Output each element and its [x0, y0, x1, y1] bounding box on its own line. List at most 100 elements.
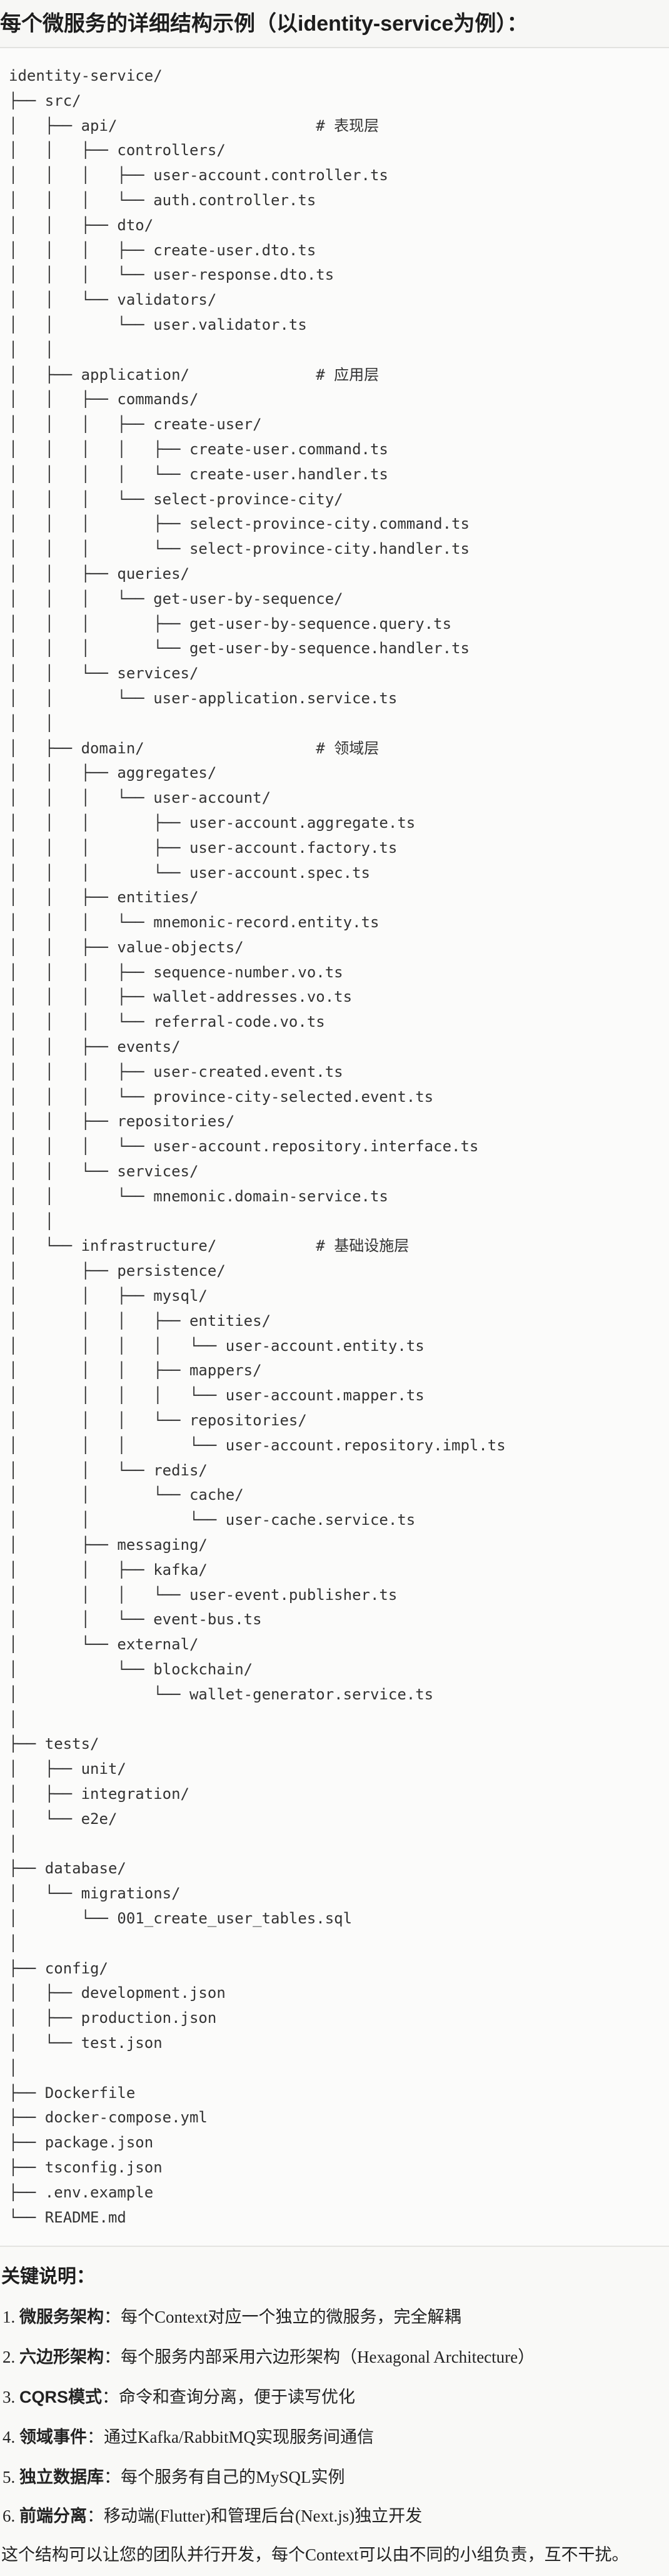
- tree-branch-glyph: │ ├──: [9, 2009, 81, 2027]
- tree-line: │ │ └── cache/: [9, 1483, 506, 1508]
- tree-file-name: test.json: [81, 2034, 163, 2052]
- tree-branch-glyph: │ │ │ └──: [9, 914, 154, 932]
- tree-line: ├── config/: [9, 1957, 506, 1982]
- tree-line: │ │ │ └── select-province-city.handler.t…: [9, 537, 506, 562]
- tree-file-name: user-account.repository.interface.ts: [153, 1138, 479, 1156]
- tree-line: │ │ │ │ └── create-user.handler.ts: [9, 462, 506, 487]
- tree-branch-glyph: │ │ └──: [9, 1461, 154, 1479]
- tree-line: │ └── infrastructure/ # 基础设施层: [9, 1234, 506, 1259]
- tree-line: ├── docker-compose.yml: [9, 2105, 506, 2131]
- tree-line: │ │ ├── repositories/: [9, 1109, 506, 1134]
- tree-line: │ ├── integration/: [9, 1782, 506, 1807]
- tree-line: └── README.md: [9, 2206, 506, 2231]
- note-number: 5.: [3, 2468, 16, 2487]
- note-description: 每个服务有自己的MySQL实例: [121, 2468, 345, 2487]
- tree-branch-glyph: │ │ ├──: [9, 141, 118, 160]
- note-separator: ：: [104, 2308, 121, 2326]
- tree-branch-glyph: │ │ ├──: [9, 1287, 154, 1305]
- tree-line: │ │ ├── mysql/: [9, 1284, 506, 1309]
- tree-file-name: referral-code.vo.ts: [153, 1013, 325, 1031]
- tree-line: │ │ │ └── auth.controller.ts: [9, 188, 506, 213]
- tree-line: ├── tests/: [9, 1732, 506, 1757]
- tree-line: │ │ │ ├── mappers/: [9, 1358, 506, 1383]
- note-description: 每个Context对应一个独立的微服务，完全解耦: [121, 2308, 461, 2326]
- tree-branch-glyph: │ │ │ ├──: [9, 166, 154, 185]
- note-number: 1.: [3, 2308, 16, 2326]
- tree-line: │ │ │ └── province-city-selected.event.t…: [9, 1085, 506, 1110]
- tree-branch-glyph: │ └──: [9, 1909, 118, 1927]
- note-number: 2.: [3, 2348, 16, 2366]
- tree-file-name: user-event.publisher.ts: [189, 1586, 398, 1604]
- tree-line: │ │ │ ├── create-user/: [9, 412, 506, 437]
- tree-line: │ │ ├── entities/: [9, 885, 506, 910]
- tree-line: │ │ │ ├── select-province-city.command.t…: [9, 512, 506, 537]
- tree-line: │ │ ├── events/: [9, 1035, 506, 1060]
- tree-branch-glyph: │ │ └──: [9, 1611, 154, 1629]
- tree-line: │ │ ├── aggregates/: [9, 761, 506, 786]
- tree-branch-glyph: │ │ │ └──: [9, 1013, 154, 1031]
- tree-folder-name: identity-service/: [9, 67, 163, 84]
- tree-line: │ │ └── services/: [9, 1159, 506, 1184]
- tree-line: │ │ │ └── user-response.dto.ts: [9, 263, 506, 288]
- tree-line: │ │ │ ├── user-account.controller.ts: [9, 163, 506, 188]
- tree-branch-glyph: │ ├──: [9, 1784, 81, 1803]
- tree-line: ├── tsconfig.json: [9, 2156, 506, 2181]
- tree-file-name: wallet-generator.service.ts: [189, 1685, 434, 1703]
- tree-branch-glyph: │ │ │ └──: [9, 589, 154, 608]
- tree-branch-glyph: │ ├──: [9, 365, 81, 384]
- tree-folder-name: infrastructure/: [81, 1237, 217, 1255]
- summary-text: 这个结构可以让您的团队并行开发，每个Context可以由不同的小组负责，互不干扰…: [1, 2545, 629, 2564]
- tree-line: │ └── external/: [9, 1632, 506, 1657]
- tree-folder-name: validators/: [117, 291, 217, 309]
- tree-line: │ ├── domain/ # 领域层: [9, 736, 506, 761]
- tree-branch-glyph: │ │ │ └──: [9, 490, 154, 508]
- note-description: 命令和查询分离，便于读写优化: [119, 2388, 356, 2406]
- tree-line: │ │ └── validators/: [9, 288, 506, 313]
- tree-folder-name: user-account/: [153, 789, 271, 807]
- tree-line: ├── Dockerfile: [9, 2081, 506, 2106]
- tree-line: │ │ └── event-bus.ts: [9, 1607, 506, 1632]
- tree-branch-glyph: ├──: [9, 2109, 45, 2127]
- tree-folder-name: queries/: [117, 564, 189, 583]
- tree-branch-glyph: │ │ │ └──: [9, 1138, 154, 1156]
- tree-line: │ │ ├── dto/: [9, 213, 506, 238]
- tree-branch-glyph: │ │ ├──: [9, 938, 118, 956]
- tree-branch-glyph: │ │ │ ├──: [9, 838, 189, 857]
- tree-folder-name: tests/: [44, 1735, 99, 1753]
- tree-line: │ │ │ └── user-account/: [9, 786, 506, 811]
- tree-folder-name: get-user-by-sequence/: [153, 589, 343, 608]
- tree-line: │ ├── unit/: [9, 1757, 506, 1782]
- tree-branch-glyph: │ │ ├──: [9, 564, 118, 583]
- tree-folder-name: aggregates/: [117, 764, 217, 782]
- note-term: 六边形架构: [19, 2348, 104, 2366]
- tree-branch-glyph: │ │ │ ├──: [9, 614, 189, 633]
- tree-file-name: user-account.factory.ts: [189, 838, 398, 857]
- tree-branch-glyph: │ │ │ ├──: [9, 1062, 154, 1081]
- tree-branch-glyph: │ ├──: [9, 1262, 118, 1280]
- tree-line: │ │ └── user-application.service.ts: [9, 686, 506, 711]
- tree-branch-glyph: │ │ │ ├──: [9, 241, 154, 259]
- note-number: 4.: [3, 2428, 16, 2446]
- tree-file-name: mnemonic.domain-service.ts: [153, 1187, 388, 1205]
- tree-folder-name: events/: [117, 1038, 181, 1056]
- tree-branch-glyph: ├──: [9, 1959, 45, 1977]
- tree-file-name: user.validator.ts: [153, 315, 307, 333]
- tree-line: │: [9, 1708, 506, 1733]
- tree-line: │ │ └── redis/: [9, 1459, 506, 1484]
- tree-line: │ │ │ ├── create-user.dto.ts: [9, 238, 506, 263]
- tree-file-name: user-cache.service.ts: [225, 1511, 416, 1529]
- title-band: 每个微服务的详细结构示例（以identity-service为例）：: [0, 0, 669, 48]
- tree-line: │ │ │ ├── sequence-number.vo.ts: [9, 960, 506, 985]
- tree-line: │ │ │ ├── user-account.factory.ts: [9, 836, 506, 861]
- tree-branch-glyph: │ │ │ └──: [9, 1412, 189, 1430]
- tree-line: │ │ │ │ └── user-account.mapper.ts: [9, 1383, 506, 1408]
- tree-line: │ ├── development.json: [9, 1981, 506, 2006]
- tree-file-name: get-user-by-sequence.handler.ts: [189, 639, 470, 658]
- notes-title: 关键说明：: [1, 2266, 95, 2287]
- tree-folder-name: controllers/: [117, 141, 226, 160]
- tree-line: │ │: [9, 338, 506, 363]
- tree-file-name: select-province-city.command.ts: [189, 515, 470, 533]
- tree-folder-name: repositories/: [189, 1412, 307, 1430]
- note-description: 移动端(Flutter)和管理后台(Next.js)独立开发: [104, 2507, 423, 2525]
- tree-folder-name: repositories/: [117, 1112, 235, 1131]
